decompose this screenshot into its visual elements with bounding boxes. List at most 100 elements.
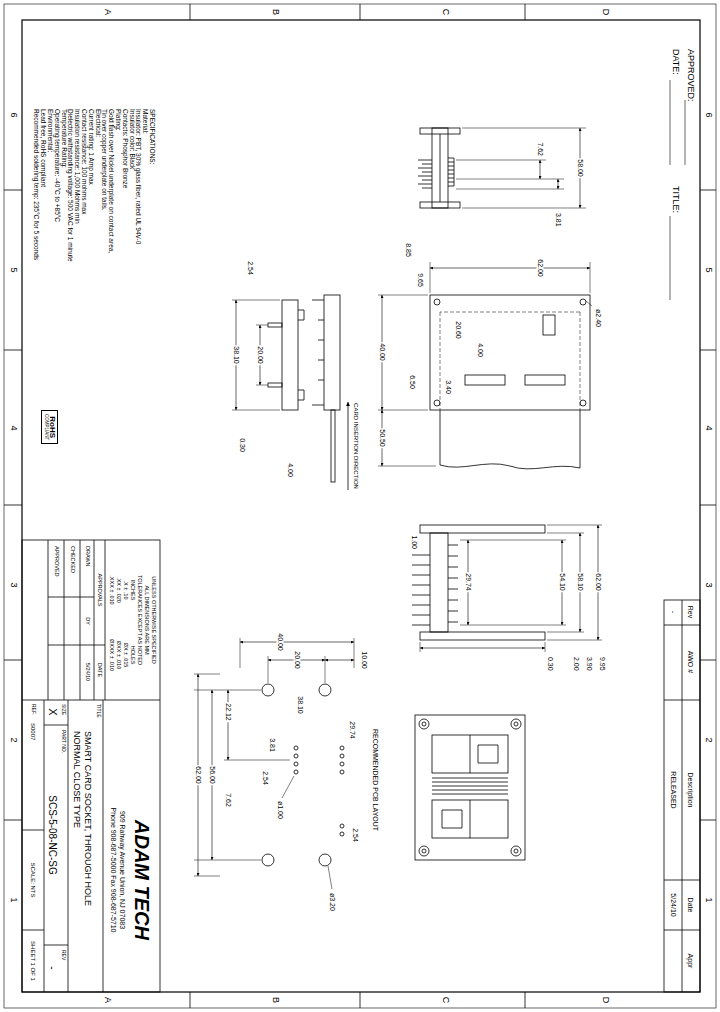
socket-top-view-part [430, 295, 590, 410]
revision-cell: Rev [687, 605, 694, 619]
socket-top-view-part [525, 375, 565, 385]
spec-note: Current rating: 1 Amp max [88, 108, 95, 186]
dimension-text: 50.50 [379, 428, 386, 448]
title-block-text: SIZE [61, 703, 66, 716]
spec-note: Dielectric withstanding voltage: 500 VAC… [67, 108, 74, 263]
dimension-line-part [325, 660, 354, 661]
revision-cell: 5/24/10 [670, 892, 677, 917]
revision-table-part [664, 600, 700, 992]
stamp-text: RoHS [48, 414, 56, 440]
zone-marker: 2 [9, 736, 18, 743]
socket-side-view [312, 295, 340, 482]
title-block-part [22, 540, 160, 992]
socket-top-view-part [580, 299, 586, 305]
title-block-text: 5/24/10 [84, 662, 90, 682]
spec-note: Insulator: PBT, 30% glass fiber, rated U… [135, 108, 142, 245]
sheet-frame-part [670, 80, 685, 300]
dimension-line-part [240, 642, 354, 643]
dimension-text: 38.10 [233, 345, 240, 365]
zone-marker: A [103, 996, 112, 1004]
dimension-text: 3.81 [269, 737, 276, 753]
title-block-text: NORMAL CLOSE TYPE [72, 730, 81, 829]
title-block-text: HOLES [129, 645, 135, 666]
title-block-text: PART NO. [61, 729, 66, 754]
stamp-text: COMPLIANT [43, 414, 48, 440]
note-text: RECOMMENDED PCB LAYOUT [372, 728, 379, 832]
socket-isometric-view [415, 715, 525, 860]
title-block-text: SHEET 1 OF 1 [30, 940, 36, 982]
title-block-text: .X ± .10 [122, 580, 128, 601]
revision-cell: Description [687, 771, 694, 808]
dimension-text: 29.74 [349, 720, 356, 740]
spec-note: Contact resistance: 100 mohms max [81, 108, 88, 216]
socket-isometric-view-part [422, 849, 426, 853]
title-block-text: ØXXX ± .010 [108, 638, 114, 672]
zone-marker: 1 [704, 896, 713, 903]
socket-front-view-part [412, 555, 430, 625]
zone-marker: 4 [704, 424, 713, 431]
zone-marker: 3 [704, 581, 713, 588]
dimension-line-part [228, 690, 229, 760]
zone-marker: 5 [704, 266, 713, 273]
connector-side-view-part [440, 134, 454, 202]
socket-top-view-part [434, 299, 440, 305]
dimension-text: 62.00 [537, 258, 544, 278]
spec-note: Electrical: [94, 108, 101, 138]
title-block-text: REF. [31, 703, 36, 716]
dimension-text: 40.00 [379, 342, 386, 362]
zone-marker: D [601, 996, 610, 1005]
dimension-text: ø3.20 [329, 892, 336, 912]
title-block-text: Phone 908-687-5000 Fax 908-687-5710 [110, 807, 117, 934]
revision-table-part [664, 600, 700, 992]
socket-end-view-part [232, 300, 280, 410]
spec-note: Material: [142, 108, 149, 135]
spec-note: Recommended soldering temp: 235°C for 5 … [33, 108, 40, 261]
title-block-text: .XX ± .020 [115, 576, 121, 604]
socket-top-view-part [378, 262, 592, 466]
socket-isometric-view-part [514, 849, 518, 853]
socket-end-view-part [268, 323, 282, 327]
spec-note: Plating: [115, 108, 122, 132]
form-field: APPROVED: [686, 48, 695, 103]
dimension-text: 0.30 [239, 437, 246, 453]
socket-end-view [232, 300, 304, 410]
socket-front-view-part [430, 533, 448, 632]
title-block-text: INCHES [129, 579, 135, 602]
dimension-text: 38.10 [297, 695, 304, 715]
dimension-line-part [430, 268, 590, 269]
title-block-text: APPROVALS [96, 573, 102, 608]
dimension-text: 4.00 [477, 342, 484, 358]
title-block-text: TOLERANCES EXCEPT AS NOTED [136, 574, 142, 666]
title-block [22, 540, 160, 992]
pcb-layout-part [340, 754, 344, 758]
title-block-text: X [47, 707, 58, 716]
socket-end-view-part [282, 300, 298, 410]
dimension-text: 8.85 [405, 242, 412, 258]
socket-isometric-view-part [419, 846, 429, 856]
zone-marker: 6 [9, 111, 18, 118]
socket-top-view [378, 262, 592, 469]
spec-note: Insulation resistance: 1,000 Mohms min [74, 108, 81, 225]
dimension-text: 3.40 [445, 379, 452, 395]
socket-front-view [412, 525, 602, 652]
socket-isometric-view-part [514, 722, 518, 726]
pcb-layout-part [319, 854, 331, 866]
revision-cell: AWO # [687, 650, 694, 674]
dimension-text: ø1.00 [277, 800, 284, 820]
spec-note: Temperature Rating: [60, 108, 67, 169]
socket-isometric-view-part [511, 719, 521, 729]
dimension-text: 7.62 [537, 141, 544, 157]
form-field: TITLE: [671, 185, 680, 214]
pcb-layout-part [262, 684, 274, 696]
title-block-text: DY [84, 616, 90, 626]
socket-side-view-part [324, 295, 340, 410]
dimension-line-part [540, 160, 541, 179]
dimension-text: 1.00 [411, 534, 418, 550]
dimension-text: 56.00 [209, 765, 216, 785]
socket-front-view-part [448, 545, 458, 622]
connector-side-view-part [456, 128, 586, 208]
socket-top-view-part [440, 312, 580, 410]
